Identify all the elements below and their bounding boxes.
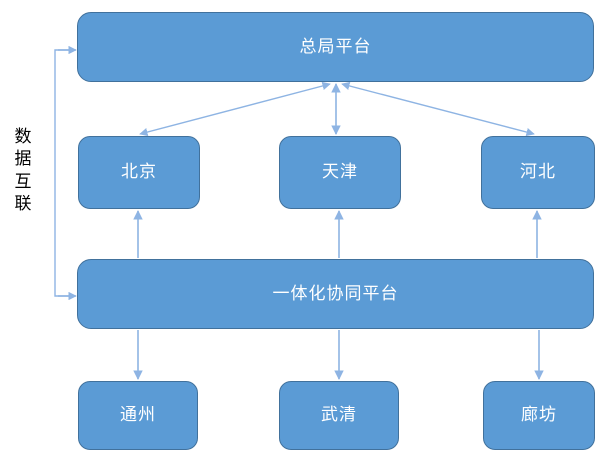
node-label-tianjin: 天津 [322, 162, 358, 182]
node-general-bureau-platform[interactable]: 总局平台 [77, 12, 594, 82]
side-label-char-3: 互 [14, 171, 32, 192]
node-label-platform: 一体化协同平台 [272, 283, 399, 304]
node-label-hebei: 河北 [520, 162, 556, 182]
node-tianjin[interactable]: 天津 [279, 136, 401, 209]
node-langfang[interactable]: 廊坊 [483, 381, 595, 450]
node-hebei[interactable]: 河北 [481, 136, 595, 209]
node-label-beijing: 北京 [121, 162, 157, 182]
edge-hq-beijing [139, 81, 331, 137]
side-label-char-1: 数 [14, 127, 32, 147]
side-label-data-interconnection: 数 据 互 联 [8, 126, 38, 216]
node-label-langfang: 廊坊 [521, 405, 557, 425]
node-label-tongzhou: 通州 [120, 405, 156, 425]
node-tongzhou[interactable]: 通州 [78, 381, 198, 450]
edge-side-bracket [54, 49, 75, 297]
node-label-hq: 总局平台 [299, 36, 372, 57]
edge-hq-hebei [341, 81, 535, 137]
node-wuqing[interactable]: 武清 [279, 381, 399, 450]
node-beijing[interactable]: 北京 [78, 136, 200, 209]
side-label-char-4: 联 [14, 194, 32, 215]
node-integrated-collaboration-platform[interactable]: 一体化协同平台 [77, 259, 594, 329]
side-label-char-2: 据 [14, 149, 32, 170]
node-label-wuqing: 武清 [321, 405, 357, 425]
